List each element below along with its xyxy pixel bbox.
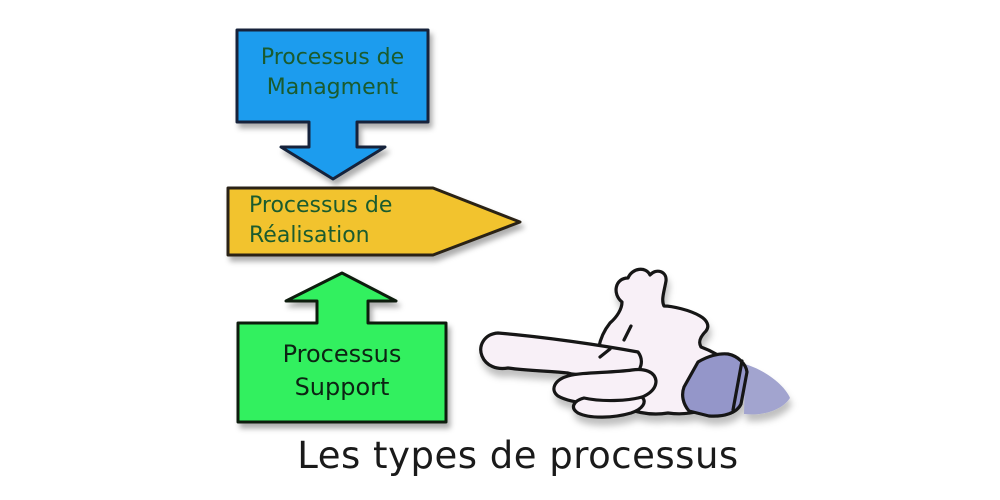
cuff-shadow-shape (744, 364, 790, 415)
knuckle-crease-stroke (598, 347, 612, 359)
curled-finger-shape (552, 367, 658, 406)
diagram-title: Les types de processus (297, 434, 739, 477)
cuff-shape (681, 352, 749, 418)
support-box-up-arrow-shape (236, 271, 448, 424)
pointing-hand-icon (479, 267, 790, 419)
realisation-right-arrow-shape (226, 186, 522, 257)
cuff-crease-stroke (731, 359, 744, 412)
thumb-crease-stroke (622, 324, 633, 342)
management-box-down-arrow-shape (235, 28, 430, 181)
curled-finger-small-shape (571, 395, 646, 419)
